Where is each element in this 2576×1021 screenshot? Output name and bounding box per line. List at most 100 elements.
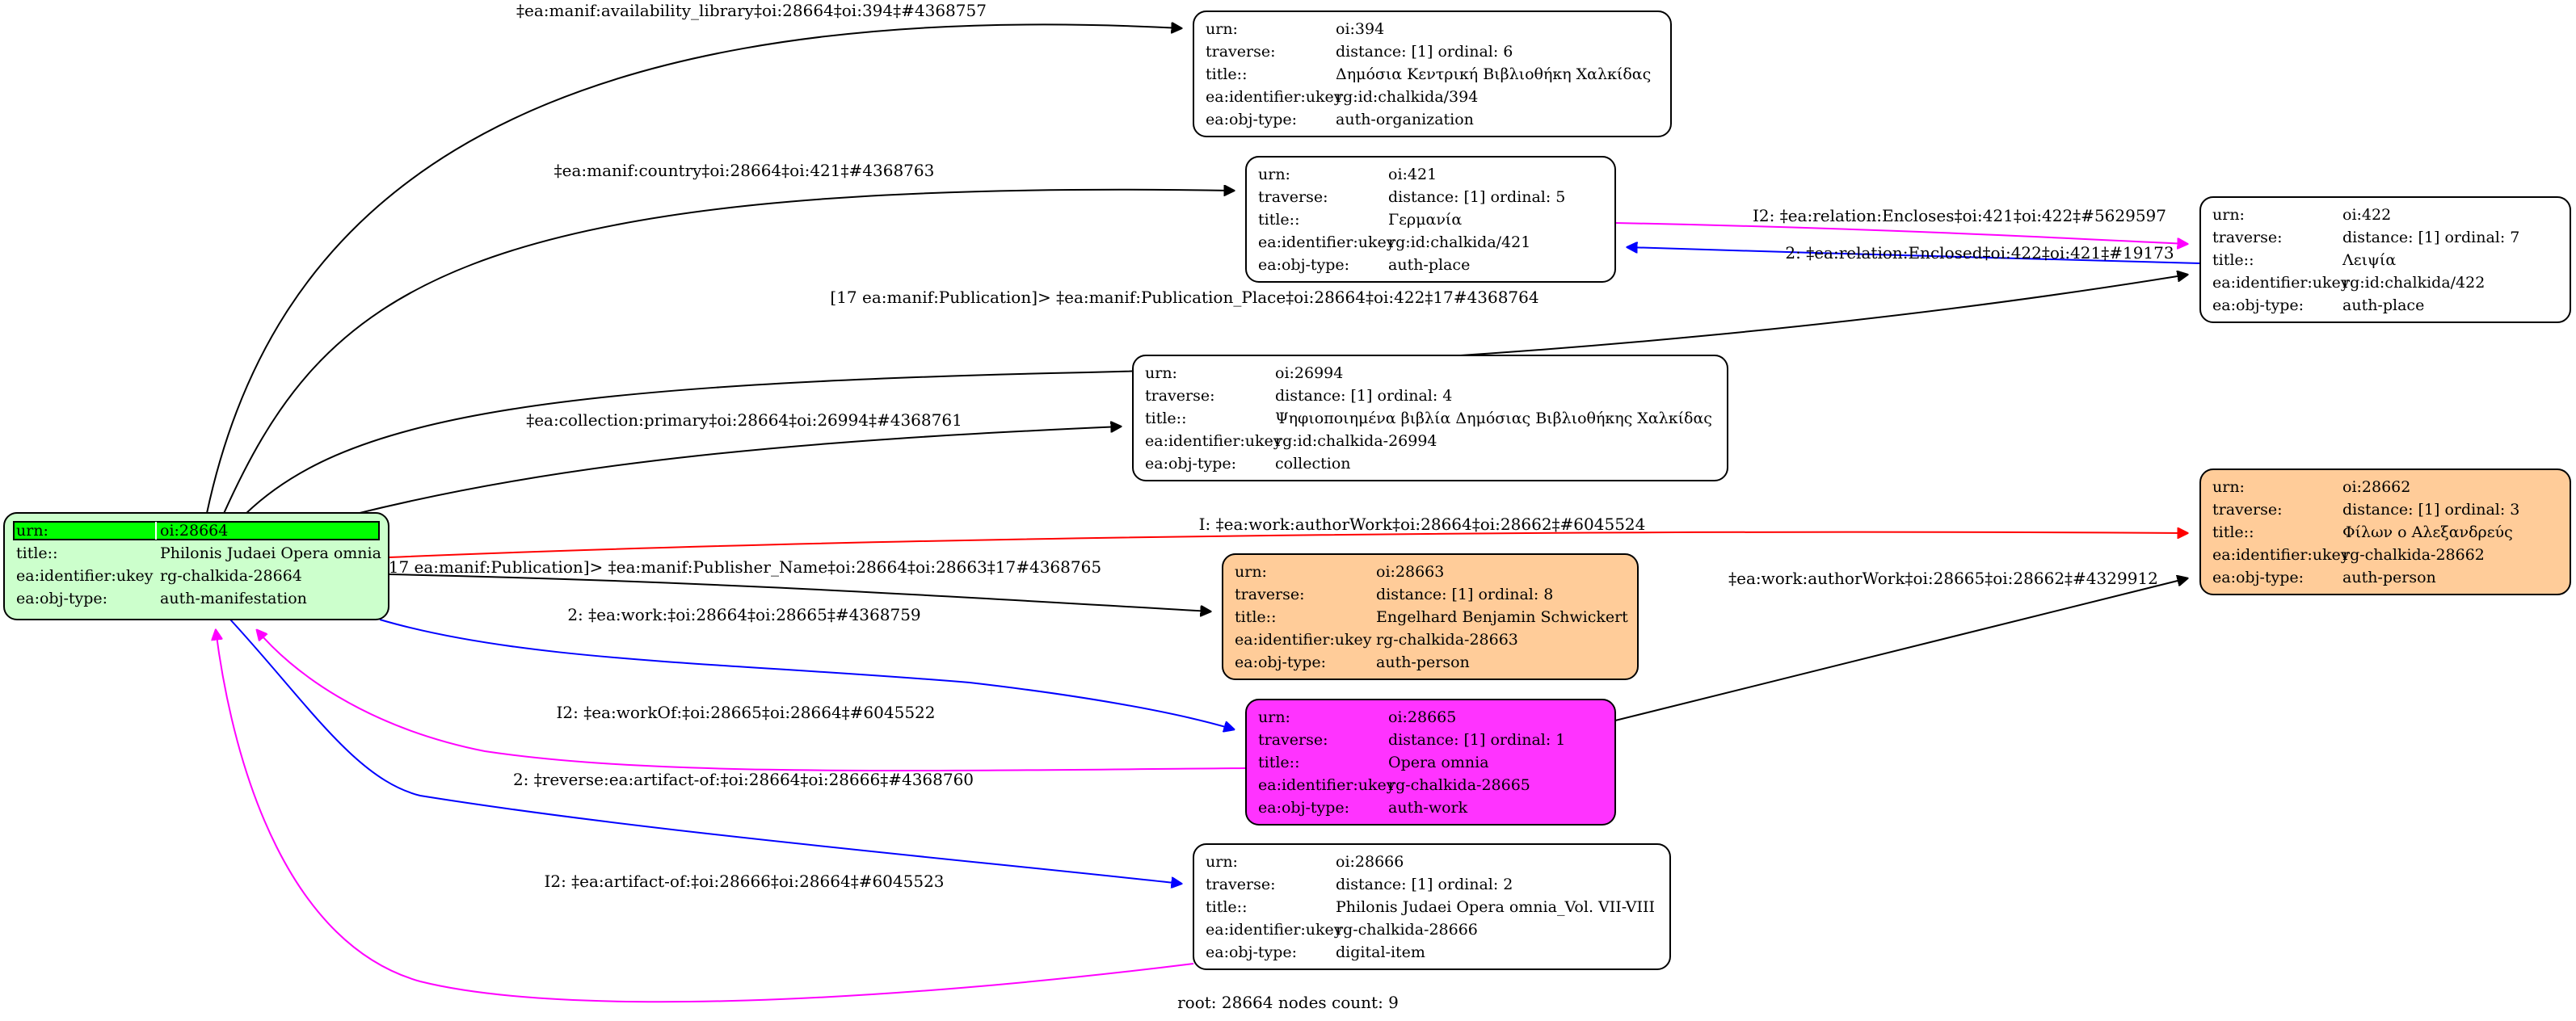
node-field-label: urn: <box>1145 364 1177 382</box>
node-field-label: title:: <box>16 544 57 562</box>
node-field-value: auth-work <box>1388 799 1468 817</box>
node-field-value: oi:422 <box>2342 206 2391 224</box>
node-field-value: rg:id:chalkida/394 <box>1336 88 1478 106</box>
node-field-value: distance: [1] ordinal: 1 <box>1388 731 1565 749</box>
edge-label: ‡ea:manif:availability_library‡oi:28664‡… <box>516 1 987 20</box>
node-field-value: auth-place <box>1388 256 1470 274</box>
edge-line <box>388 574 1210 611</box>
node-field-label: traverse: <box>2212 501 2283 519</box>
node-field-label: traverse: <box>1258 188 1328 206</box>
node-field-value: rg-chalkida-28664 <box>160 567 302 585</box>
node-box <box>2199 468 2571 595</box>
edge-n28664-n422: [17 ea:manif:Publication]> ‡ea:manif:Pub… <box>242 275 2187 518</box>
node-28662[interactable]: urn: oi:28662 traverse: distance: [1] ordin… <box>2199 468 2571 595</box>
edge-line <box>379 619 1234 729</box>
node-field-label: traverse: <box>1145 387 1215 405</box>
node-field-value: rg:id:chalkida/422 <box>2342 274 2485 292</box>
edge-line <box>229 619 1181 884</box>
node-26994[interactable]: urn: oi:26994 traverse: distance: [1] ordin… <box>1132 355 1728 481</box>
node-field-value: distance: [1] ordinal: 2 <box>1336 876 1513 893</box>
edge-label: 2: ‡ea:work:‡oi:28664‡oi:28665‡#4368759 <box>567 605 920 624</box>
node-field-value: Philonis Judaei Opera omnia_Vol. VII-VII… <box>1336 898 1655 916</box>
node-field-label: ea:obj-type: <box>2212 296 2304 314</box>
edge-line <box>1614 222 2187 244</box>
node-field-label: ea:identifier:ukey <box>1145 432 1282 450</box>
node-field-value: Γερμανία <box>1388 211 1462 229</box>
edge-label: [17 ea:manif:Publication]> ‡ea:manif:Pub… <box>382 557 1101 577</box>
node-field-value: Ψηφιοποιημένα βιβλία Δημόσιας Βιβλιοθήκη… <box>1275 410 1712 427</box>
node-field-label: title:: <box>2212 523 2254 541</box>
edge-line <box>388 532 2187 558</box>
node-field-value: auth-person <box>2342 569 2436 586</box>
node-field-value: Λειψία <box>2342 251 2396 269</box>
edge-label: [17 ea:manif:Publication]> ‡ea:manif:Pub… <box>830 288 1538 307</box>
node-field-label: title:: <box>1258 754 1299 771</box>
node-field-label: urn: <box>16 522 48 540</box>
node-box <box>2199 196 2571 323</box>
node-field-label: urn: <box>1235 563 1267 581</box>
edge-line <box>242 275 2187 518</box>
node-field-value: distance: [1] ordinal: 8 <box>1376 586 1553 603</box>
node-field-label: urn: <box>1258 708 1290 726</box>
node-field-value: auth-place <box>2342 296 2424 314</box>
edge-label: I2: ‡ea:workOf:‡oi:28665‡oi:28664‡#60455… <box>556 703 935 722</box>
node-field-label: traverse: <box>1206 43 1276 61</box>
edge-line <box>216 630 1194 1003</box>
node-field-value: rg:id:chalkida/421 <box>1388 233 1530 251</box>
edge-label: I2: ‡ea:artifact-of:‡oi:28666‡oi:28664‡#… <box>544 872 944 891</box>
node-field-label: title:: <box>1145 410 1186 427</box>
node-field-value: oi:28665 <box>1388 708 1456 726</box>
edge-n28664-n28666: 2: ‡reverse:ea:artifact-of:‡oi:28664‡oi:… <box>229 619 1181 884</box>
node-box <box>1193 843 1671 970</box>
node-field-label: ea:identifier:ukey <box>2212 274 2350 292</box>
node-field-value: oi:421 <box>1388 166 1437 183</box>
node-field-label: ea:obj-type: <box>1235 653 1326 671</box>
node-field-value: distance: [1] ordinal: 5 <box>1388 188 1565 206</box>
edge-line <box>257 630 1247 772</box>
node-box <box>1222 553 1639 680</box>
edge-n28666-n28664: I2: ‡ea:artifact-of:‡oi:28666‡oi:28664‡#… <box>216 630 1194 1003</box>
node-field-label: title:: <box>1206 898 1247 916</box>
node-box <box>1132 355 1728 481</box>
node-421[interactable]: urn: oi:421 traverse: distance: [1] ordinal… <box>1245 156 1616 283</box>
node-field-label: ea:obj-type: <box>16 590 107 607</box>
edge-n28665-n28664: I2: ‡ea:workOf:‡oi:28665‡oi:28664‡#60455… <box>257 630 1247 772</box>
edge-n421-n422: I2: ‡ea:relation:Encloses‡oi:421‡oi:422‡… <box>1614 206 2187 244</box>
node-box <box>1245 156 1616 283</box>
node-field-label: ea:obj-type: <box>1206 111 1297 128</box>
node-field-label: ea:obj-type: <box>2212 569 2304 586</box>
node-field-value: distance: [1] ordinal: 3 <box>2342 501 2519 519</box>
node-field-label: ea:identifier:ukey <box>1258 776 1395 794</box>
node-field-label: title:: <box>1258 211 1299 229</box>
edge-line <box>343 426 1121 518</box>
node-field-label: ea:identifier:ukey <box>1206 921 1343 939</box>
node-field-label: title:: <box>2212 251 2254 269</box>
node-field-value: Δημόσια Κεντρική Βιβλιοθήκη Χαλκίδας <box>1336 65 1651 83</box>
node-field-label: urn: <box>2212 478 2245 496</box>
node-field-label: ea:identifier:ukey <box>1235 631 1372 649</box>
node-field-value: oi:26994 <box>1275 364 1343 382</box>
node-field-value: auth-manifestation <box>160 590 307 607</box>
node-field-label: ea:obj-type: <box>1206 943 1297 961</box>
graph-caption: root: 28664 nodes count: 9 <box>1177 993 1399 1012</box>
node-field-value: digital-item <box>1336 943 1425 961</box>
node-field-value: distance: [1] ordinal: 4 <box>1275 387 1452 405</box>
node-field-label: title:: <box>1235 608 1276 626</box>
node-field-label: title:: <box>1206 65 1247 83</box>
node-field-label: urn: <box>1258 166 1290 183</box>
node-field-value: auth-organization <box>1336 111 1474 128</box>
edge-n28664-n28663: [17 ea:manif:Publication]> ‡ea:manif:Pub… <box>382 557 1210 611</box>
node-field-label: ea:identifier:ukey <box>2212 546 2350 564</box>
edge-label: 2: ‡reverse:ea:artifact-of:‡oi:28664‡oi:… <box>513 770 974 789</box>
node-field-value: oi:28662 <box>2342 478 2410 496</box>
edge-label: ‡ea:collection:primary‡oi:28664‡oi:26994… <box>526 410 962 430</box>
edge-n28664-n421: ‡ea:manif:country‡oi:28664‡oi:421‡#43687… <box>221 161 1234 518</box>
node-field-label: urn: <box>2212 206 2245 224</box>
